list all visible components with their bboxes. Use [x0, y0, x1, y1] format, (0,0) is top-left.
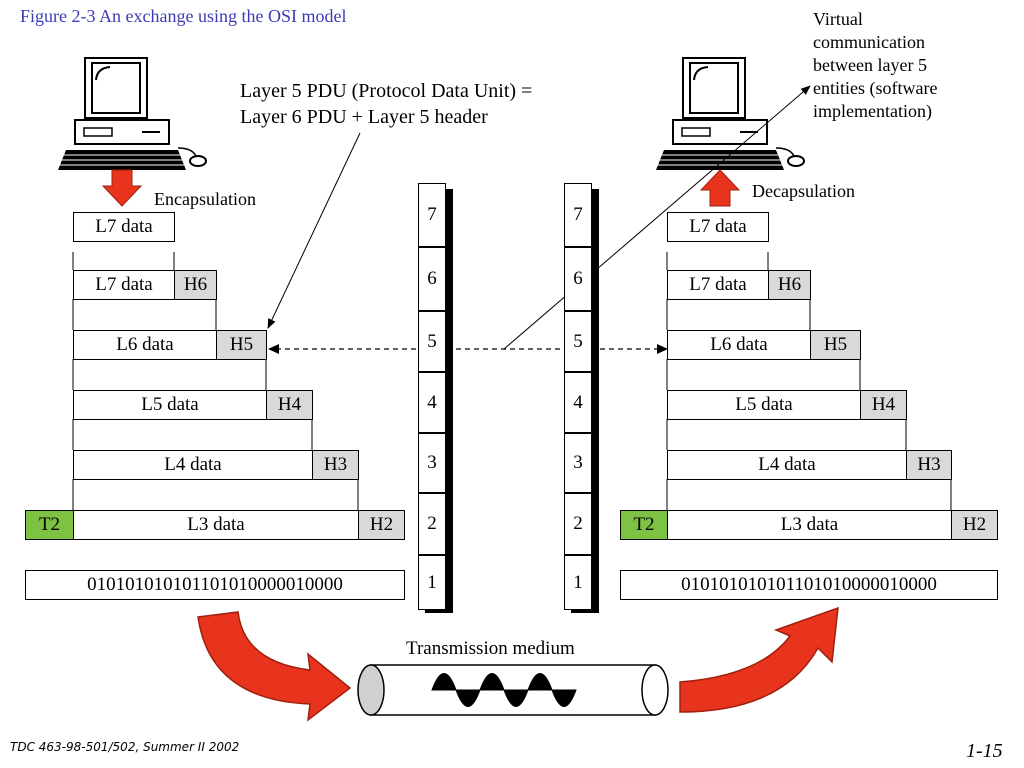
- page-number: 1-15: [966, 740, 1003, 762]
- h6-header: H6: [174, 270, 217, 300]
- layer-number: 7: [418, 183, 446, 247]
- layer-number: 5: [564, 311, 592, 372]
- pdu-note-line-1: Layer 5 PDU (Protocol Data Unit) =: [240, 80, 533, 102]
- layer-number: 4: [418, 372, 446, 433]
- layer-number: 3: [418, 433, 446, 493]
- t2-trailer: T2: [25, 510, 74, 540]
- layer-number: 2: [418, 493, 446, 555]
- l3-data-box: L3 data: [73, 510, 359, 540]
- decapsulation-arrow: [699, 169, 741, 207]
- dashed-arrow-left-head: [268, 344, 279, 354]
- l7-data-box: L7 data: [73, 270, 175, 300]
- h2-header: H2: [951, 510, 998, 540]
- l7-data-box: L7 data: [667, 212, 769, 242]
- l7-data-box: L7 data: [667, 270, 769, 300]
- h5-header: H5: [216, 330, 267, 360]
- virtual-pointer-line: [503, 85, 811, 350]
- cable-cylinder: [357, 664, 669, 716]
- layer-number: 6: [418, 247, 446, 311]
- l3-data-box: L3 data: [667, 510, 952, 540]
- decapsulation-label: Decapsulation: [752, 181, 855, 201]
- computer-icon: [656, 57, 805, 170]
- pdu-note: Layer 5 PDU (Protocol Data Unit) = Layer…: [240, 78, 532, 130]
- encapsulation-arrow: [101, 169, 143, 207]
- figure-title: Figure 2-3 An exchange using the OSI mod…: [20, 6, 347, 26]
- virtual-note-line-1: Virtual: [813, 9, 863, 29]
- h4-header: H4: [266, 390, 313, 420]
- h6-header: H6: [768, 270, 811, 300]
- h3-header: H3: [312, 450, 359, 480]
- l5-data-box: L5 data: [667, 390, 861, 420]
- virtual-communication-note: Virtual communication between layer 5 en…: [813, 8, 937, 123]
- layer-number: 2: [564, 493, 592, 555]
- t2-trailer: T2: [620, 510, 668, 540]
- curved-arrow: [197, 611, 352, 722]
- pdu-note-line-2: Layer 6 PDU + Layer 5 header: [240, 106, 488, 128]
- l4-data-box: L4 data: [73, 450, 313, 480]
- h4-header: H4: [860, 390, 907, 420]
- right-guide-lines: [666, 252, 952, 510]
- layer-number: 1: [564, 555, 592, 610]
- virtual-note-line-2: communication: [813, 32, 925, 52]
- h3-header: H3: [906, 450, 952, 480]
- encapsulation-label: Encapsulation: [154, 189, 256, 209]
- sine-wave: [431, 673, 577, 707]
- l4-data-box: L4 data: [667, 450, 907, 480]
- bit-stream: 010101010101101010000010000: [25, 570, 405, 600]
- bit-stream: 010101010101101010000010000: [620, 570, 998, 600]
- dashed-arrow-right-head: [657, 344, 668, 354]
- layer-number: 7: [564, 183, 592, 247]
- layer-number: 5: [418, 311, 446, 372]
- computer-icon: [58, 57, 207, 170]
- curved-arrow: [679, 606, 839, 713]
- l6-data-box: L6 data: [73, 330, 217, 360]
- layer-number: 6: [564, 247, 592, 311]
- h2-header: H2: [358, 510, 405, 540]
- layer-number: 4: [564, 372, 592, 433]
- layer-number: 3: [564, 433, 592, 493]
- left-guide-lines: [72, 252, 359, 510]
- l6-data-box: L6 data: [667, 330, 811, 360]
- l7-data-box: L7 data: [73, 212, 175, 242]
- virtual-note-line-5: implementation): [813, 101, 932, 121]
- layer-number: 1: [418, 555, 446, 610]
- transmission-medium-label: Transmission medium: [406, 638, 575, 659]
- footer-course-info: TDC 463-98-501/502, Summer II 2002: [10, 740, 240, 754]
- virtual-note-line-3: between layer 5: [813, 55, 927, 75]
- l5-data-box: L5 data: [73, 390, 267, 420]
- virtual-note-line-4: entities (software: [813, 78, 938, 98]
- pdu-pointer-line: [267, 132, 361, 329]
- h5-header: H5: [810, 330, 861, 360]
